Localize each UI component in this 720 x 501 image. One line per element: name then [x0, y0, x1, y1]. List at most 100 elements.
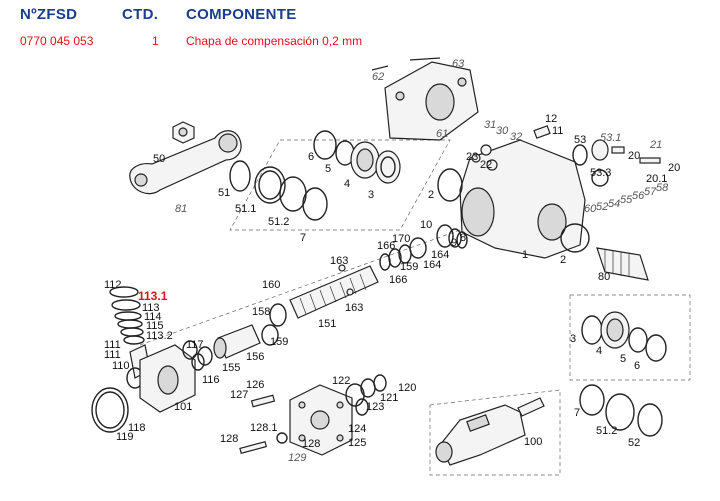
- o-ring-2: [437, 168, 463, 202]
- callout-163: 163: [330, 255, 348, 267]
- callout-53-1: 53.1: [600, 132, 621, 144]
- callout-128-b: 128: [302, 438, 320, 450]
- pitman-arm-group: [129, 121, 451, 231]
- callout-80: 80: [598, 271, 610, 283]
- callout-114: 114: [144, 311, 162, 323]
- callout-159-b: 159: [270, 336, 288, 348]
- callout-170: 170: [392, 233, 410, 245]
- callout-123: 123: [366, 401, 384, 413]
- valve-12: [533, 125, 551, 139]
- callout-128-1: 128.1: [250, 422, 278, 434]
- bearing-race-3: [375, 150, 401, 184]
- part-number-header: NºZFSD: [20, 6, 78, 23]
- callout-115: 115: [146, 320, 164, 332]
- callout-20-1: 20.1: [646, 173, 667, 185]
- worm-shaft-151: [289, 265, 379, 319]
- component-value: Chapa de compensación 0,2 mm: [186, 34, 363, 48]
- ring-51-2-right: [605, 393, 635, 431]
- callout-160: 160: [262, 279, 280, 291]
- callout-5-right: 5: [620, 353, 626, 365]
- callout-62: 62: [372, 71, 384, 83]
- ring-51-1: [254, 166, 286, 204]
- seal-6-right: [645, 334, 667, 362]
- right-bearing-group: [569, 294, 691, 437]
- callout-5: 5: [325, 163, 331, 175]
- callout-7-right: 7: [574, 407, 580, 419]
- valve-body-end: [435, 441, 453, 463]
- washer-51: [229, 160, 251, 192]
- callout-30: 30: [496, 125, 509, 137]
- cover-boss: [425, 83, 455, 121]
- valve-body-block: [466, 414, 490, 432]
- callout-129: 129: [288, 452, 306, 464]
- callout-117: 117: [186, 339, 204, 351]
- callout-163-b: 163: [345, 302, 363, 314]
- screw-20: [611, 146, 625, 154]
- callout-166-b: 166: [389, 274, 407, 286]
- valve-plate-port: [310, 410, 330, 430]
- pitman-arm-spline: [218, 133, 238, 153]
- callout-128: 128: [220, 433, 238, 445]
- cover-bolt-hole-2: [457, 77, 467, 87]
- part-number-value: 0770 045 053: [20, 34, 94, 48]
- callout-151: 151: [318, 318, 336, 330]
- ring-159-lower: [261, 324, 279, 346]
- callout-3: 3: [368, 189, 374, 201]
- callout-3-right: 3: [570, 333, 576, 345]
- ball-163: [338, 264, 346, 272]
- callout-81: 81: [175, 203, 187, 215]
- ring-112: [109, 286, 139, 298]
- valve-stub: [517, 397, 545, 417]
- ring-5-right: [628, 327, 648, 353]
- callout-125: 125: [348, 437, 366, 449]
- screw-63: [409, 57, 441, 61]
- plate-hole-4: [336, 434, 344, 442]
- callout-20: 20: [628, 150, 640, 162]
- ring-114: [117, 319, 143, 329]
- ring-10: [436, 224, 454, 248]
- callout-110: 110: [112, 360, 130, 372]
- callout-4: 4: [344, 178, 350, 190]
- plug-22: [486, 159, 498, 171]
- callout-52: 52: [596, 201, 608, 213]
- plug-23: [471, 153, 481, 163]
- sector-shaft-teeth: [604, 250, 630, 277]
- callout-124: 124: [348, 423, 366, 435]
- callout-155: 155: [222, 362, 240, 374]
- callout-158: 158: [252, 306, 270, 318]
- housing-bore: [461, 187, 495, 237]
- ring-51-2: [279, 176, 307, 212]
- callout-53: 53: [574, 134, 586, 146]
- bearing-4-inner: [356, 148, 374, 172]
- callout-21: 21: [649, 139, 662, 151]
- callout-61: 61: [436, 128, 448, 140]
- housing-side-port: [537, 203, 567, 241]
- callout-58: 58: [656, 182, 669, 194]
- callout-126: 126: [246, 379, 264, 391]
- valve-plate-group: [239, 374, 387, 456]
- callout-111: 111: [104, 339, 121, 351]
- callout-111-b: 111: [104, 349, 121, 361]
- callout-32: 32: [510, 131, 522, 143]
- screw-20-1: [639, 157, 661, 164]
- callout-118: 118: [128, 422, 146, 434]
- callout-156: 156: [246, 351, 264, 363]
- callout-2-lower: 2: [560, 254, 566, 266]
- callout-164-b: 164: [423, 259, 441, 271]
- callout-57: 57: [644, 186, 657, 198]
- callout-6-right: 6: [634, 360, 640, 372]
- ring-9: [448, 228, 462, 248]
- callout-53-3: 53.3: [590, 167, 611, 179]
- o-ring-118: [95, 391, 125, 429]
- callout-56: 56: [632, 190, 645, 202]
- bearing-4-right-inner: [606, 318, 624, 342]
- bearing-race-3-inner: [380, 156, 396, 178]
- screw-127: [250, 394, 276, 408]
- valve-assembly-group: [429, 389, 561, 476]
- sector-shaft-80: [596, 247, 649, 281]
- ring-158: [269, 303, 287, 327]
- ring-113: [114, 311, 142, 321]
- ring-51-1-inner: [258, 170, 282, 200]
- callout-31: 31: [484, 119, 496, 131]
- callout-7: 7: [300, 232, 306, 244]
